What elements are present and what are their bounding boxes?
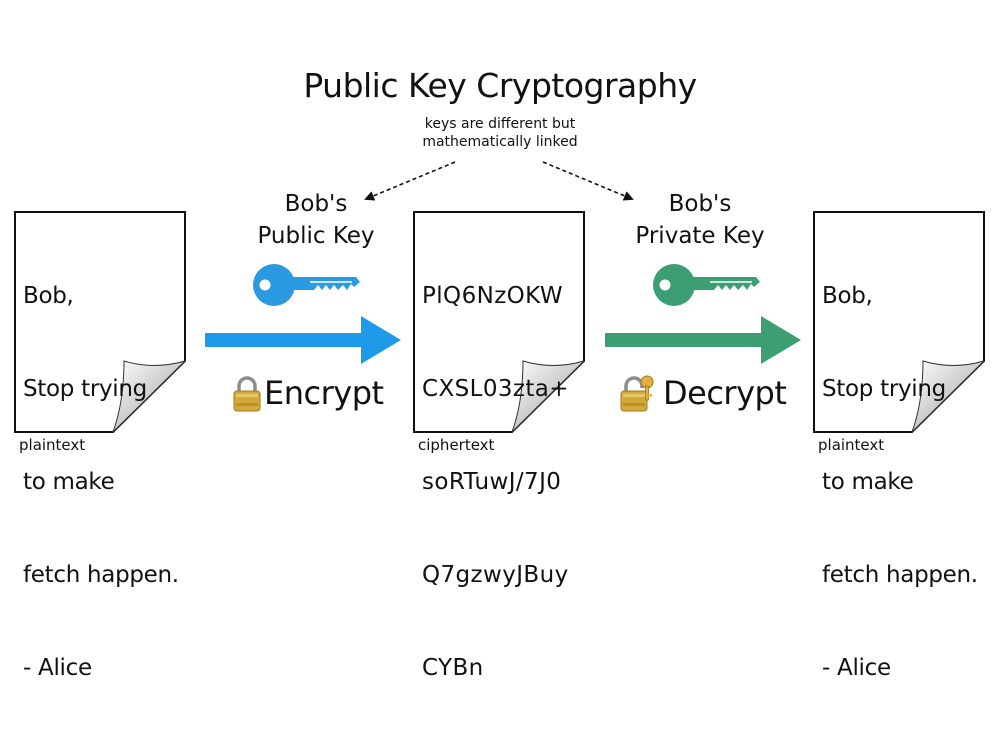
public-key-icon	[253, 264, 360, 306]
keys-note-line-1: keys are different but	[424, 116, 576, 132]
plaintext-caption: plaintext	[19, 436, 86, 454]
plaintext-line: - Alice	[23, 655, 92, 681]
diagram-title: Public Key Cryptography	[303, 66, 697, 105]
plaintext-line: Bob,	[23, 283, 74, 309]
private-key-label: Bob's Private Key	[605, 188, 795, 252]
dashed-arrow-to-public-key	[364, 161, 456, 201]
ciphertext-line: CYBn	[422, 655, 484, 681]
plaintext-line: fetch happen.	[23, 562, 179, 588]
private-key-label-line-1: Bob's	[668, 191, 732, 217]
decrypted-line: fetch happen.	[822, 562, 978, 588]
keys-note: keys are different but mathematically li…	[350, 115, 650, 151]
plaintext-document: Bob, Stop trying to make fetch happen. -…	[14, 211, 186, 681]
padlock-key-icon	[620, 375, 654, 412]
plaintext-line: to make	[23, 469, 115, 495]
encrypt-arrow	[205, 316, 401, 364]
ciphertext-line: PlQ6NzOKW	[422, 283, 563, 309]
ciphertext-message: PlQ6NzOKW CXSL03zta+ soRTuwJ/7J0 Q7gzwyJ…	[422, 219, 569, 746]
decrypted-line: to make	[822, 469, 914, 495]
ciphertext-caption: ciphertext	[418, 436, 495, 454]
public-key-label: Bob's Public Key	[221, 188, 411, 252]
decrypt-arrow	[605, 316, 801, 364]
public-key-label-line-2: Public Key	[257, 223, 375, 249]
plaintext-message: Bob, Stop trying to make fetch happen. -…	[23, 219, 179, 746]
dashed-link-arrows	[364, 161, 634, 201]
decrypted-line: - Alice	[822, 655, 891, 681]
decrypted-line: Bob,	[822, 283, 873, 309]
keys-note-line-2: mathematically linked	[422, 134, 578, 150]
dashed-arrow-to-private-key	[542, 161, 634, 201]
decrypted-line: Stop trying	[822, 376, 946, 402]
ciphertext-line: Q7gzwyJBuy	[422, 562, 569, 588]
decrypt-label: Decrypt	[663, 374, 787, 412]
private-key-label-line-2: Private Key	[635, 223, 765, 249]
decrypted-plaintext-document: Bob, Stop trying to make fetch happen. -…	[813, 211, 985, 681]
ciphertext-line: soRTuwJ/7J0	[422, 469, 562, 495]
private-key-icon	[653, 264, 760, 306]
public-key-label-line-1: Bob's	[284, 191, 348, 217]
encrypt-label: Encrypt	[264, 374, 384, 412]
decrypted-caption: plaintext	[818, 436, 885, 454]
ciphertext-line: CXSL03zta+	[422, 376, 569, 402]
padlock-closed-icon	[233, 376, 261, 412]
decrypted-message: Bob, Stop trying to make fetch happen. -…	[822, 219, 978, 746]
plaintext-line: Stop trying	[23, 376, 147, 402]
ciphertext-document: PlQ6NzOKW CXSL03zta+ soRTuwJ/7J0 Q7gzwyJ…	[413, 211, 585, 681]
